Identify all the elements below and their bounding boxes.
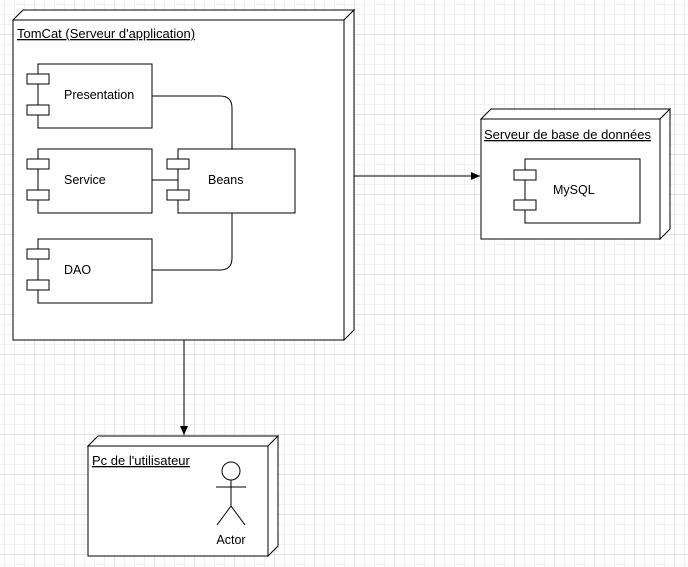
presentation-beans-connector [152,95,233,149]
db-server-node-title: Serveur de base de données [484,127,651,142]
presentation-component[interactable]: Presentation [26,63,153,129]
service-component[interactable]: Service [26,148,153,214]
tomcat-node-title: TomCat (Serveur d'application) [17,26,195,41]
actor-label: Actor [216,533,245,547]
dao-beans-connector [152,213,233,271]
user-pc-node[interactable]: Pc de l'utilisateur [86,434,280,558]
presentation-label: Presentation [64,88,134,102]
beans-label: Beans [208,173,243,187]
service-label: Service [64,173,106,187]
dao-label: DAO [64,263,91,277]
dao-component[interactable]: DAO [26,238,153,304]
actor-icon[interactable] [216,461,246,526]
mysql-component[interactable]: MySQL [513,158,641,224]
user-pc-node-title: Pc de l'utilisateur [92,453,191,468]
beans-component[interactable]: Beans [166,148,296,214]
mysql-label: MySQL [553,183,595,197]
